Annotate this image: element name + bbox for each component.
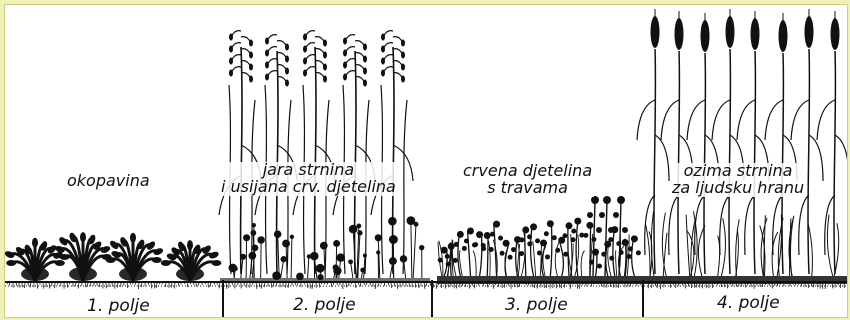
clover-plant-icon — [544, 220, 557, 276]
spring-cereal-plant-icon — [293, 31, 335, 274]
spring-cereal-plant-icon — [219, 31, 261, 274]
winter-wheat-plant-icon — [765, 13, 797, 274]
winter-wheat-plant-icon — [687, 13, 719, 274]
clover-plant-icon — [464, 228, 477, 276]
winter-wheat-plant-icon — [637, 9, 669, 274]
field-4-plants — [637, 9, 847, 276]
clover-plant-icon — [537, 239, 550, 276]
field-1-crop-line-1: okopavina — [67, 173, 150, 190]
field-1-plants — [5, 232, 221, 281]
root-crop-plant-icon — [106, 233, 164, 281]
root-crop-plant-icon — [54, 232, 112, 281]
field-3-crop-label: crvena djetelina s travama — [461, 163, 594, 197]
clover-plant-icon — [500, 240, 513, 276]
clover-plant-icon — [454, 231, 467, 276]
clover-plant-icon — [473, 231, 486, 276]
field-2-crop-line-2: i usijana crv. djetelina — [221, 179, 396, 196]
winter-wheat-plant-icon — [791, 9, 823, 274]
field-3-plants — [438, 196, 641, 276]
field-4-label: 4. polje — [717, 295, 780, 312]
clover-plant-icon — [555, 237, 568, 276]
winter-wheat-plant-icon — [712, 9, 744, 274]
field-1-label: 1. polje — [87, 298, 150, 315]
winter-wheat-plant-icon — [817, 11, 847, 274]
field-4-crop-label: ozima strnina za ljudsku hranu — [670, 163, 806, 197]
crop-rotation-diagram: okopavina jara strnina i usijana crv. dj… — [4, 4, 848, 318]
field-1-crop-label: okopavina — [65, 173, 152, 190]
root-crop-plant-icon — [5, 238, 65, 281]
field-3-label: 3. polje — [505, 297, 568, 314]
field-4-crop-line-2: za ljudsku hranu — [672, 180, 804, 197]
field-2-crop-label: jara strnina i usijana crv. djetelina — [219, 162, 398, 196]
field-2-label: 2. polje — [293, 297, 356, 314]
field-3-crop-line-2: s travama — [463, 180, 592, 197]
clover-plant-icon — [481, 232, 494, 276]
winter-wheat-plant-icon — [661, 11, 693, 274]
field-2-plants — [219, 31, 424, 281]
root-crop-plant-icon — [161, 240, 222, 281]
